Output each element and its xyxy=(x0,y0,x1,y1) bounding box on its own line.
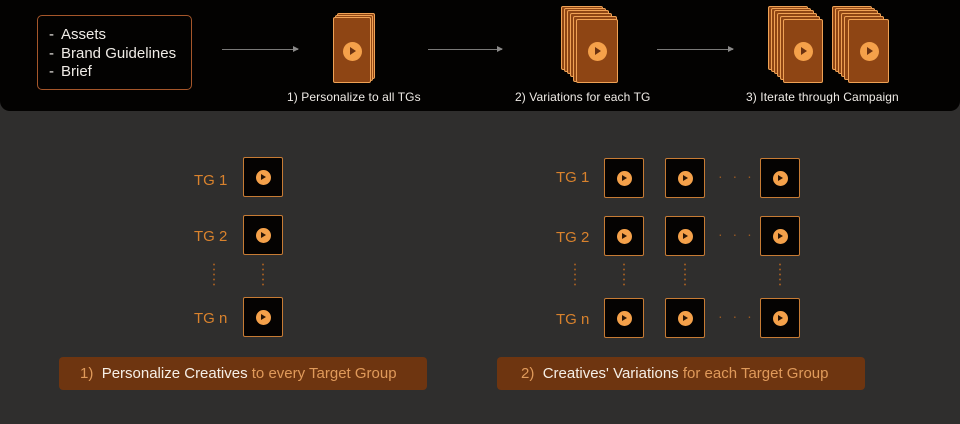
creative-tile xyxy=(604,158,644,198)
row-label-tg2: TG 2 xyxy=(556,229,590,246)
banner-text: for each Target Group xyxy=(682,365,829,382)
step-label-1: 1) Personalize to all TGs xyxy=(287,90,421,104)
play-icon xyxy=(773,311,788,326)
horizontal-ellipsis: · · · xyxy=(718,226,755,242)
inputs-box: -Assets -Brand Guidelines -Brief xyxy=(37,15,192,90)
play-icon xyxy=(860,42,879,61)
arrow-1 xyxy=(222,46,299,52)
play-icon xyxy=(343,42,362,61)
row-label-tgn: TG n xyxy=(556,311,590,328)
creative-tile xyxy=(665,216,705,256)
play-icon xyxy=(678,171,693,186)
banner-emphasis: Creatives' Variations xyxy=(542,365,679,382)
creative-tile xyxy=(760,298,800,338)
creative-tile xyxy=(665,158,705,198)
banner-emphasis: Personalize Creatives xyxy=(101,365,248,382)
personalize-banner: 1) Personalize Creatives to every Target… xyxy=(59,357,427,390)
horizontal-ellipsis: · · · xyxy=(718,308,755,324)
vertical-ellipsis xyxy=(779,262,781,288)
creative-stack-large-b xyxy=(832,6,889,84)
creative-tile xyxy=(243,215,283,255)
arrow-3 xyxy=(657,46,734,52)
step-label-3: 3) Iterate through Campaign xyxy=(746,90,899,104)
row-label-tg2: TG 2 xyxy=(194,228,228,245)
creative-tile xyxy=(243,297,283,337)
creative-tile xyxy=(760,216,800,256)
row-label-tg1: TG 1 xyxy=(556,169,590,186)
creative-stack-medium xyxy=(561,6,618,84)
play-icon xyxy=(256,310,271,325)
creative-tile xyxy=(604,216,644,256)
banner-text: to every Target Group xyxy=(251,365,397,382)
vertical-ellipsis xyxy=(684,262,686,288)
input-item-brand-guidelines: -Brand Guidelines xyxy=(49,44,177,62)
play-icon xyxy=(773,229,788,244)
creative-tile xyxy=(604,298,644,338)
input-item-assets: -Assets xyxy=(49,26,107,43)
creative-stack-small xyxy=(333,13,375,83)
play-icon xyxy=(773,171,788,186)
creative-tile xyxy=(665,298,705,338)
play-icon xyxy=(588,42,607,61)
play-icon xyxy=(794,42,813,61)
vertical-ellipsis xyxy=(623,262,625,288)
vertical-ellipsis xyxy=(262,262,264,288)
play-icon xyxy=(617,229,632,244)
input-item-brief: -Brief xyxy=(49,63,92,80)
arrow-2 xyxy=(428,46,503,52)
play-icon xyxy=(678,311,693,326)
play-icon xyxy=(678,229,693,244)
creative-tile xyxy=(760,158,800,198)
creative-tile xyxy=(243,157,283,197)
vertical-ellipsis xyxy=(213,262,215,288)
horizontal-ellipsis: · · · xyxy=(718,168,755,184)
banner-number: 2) xyxy=(521,365,535,382)
row-label-tg1: TG 1 xyxy=(194,172,228,189)
row-label-tgn: TG n xyxy=(194,310,228,327)
play-icon xyxy=(256,228,271,243)
play-icon xyxy=(617,311,632,326)
banner-number: 1) xyxy=(80,365,94,382)
step-label-2: 2) Variations for each TG xyxy=(515,90,651,104)
play-icon xyxy=(617,171,632,186)
vertical-ellipsis xyxy=(574,262,576,288)
workflow-header: -Assets -Brand Guidelines -Brief xyxy=(0,0,960,111)
variations-banner: 2) Creatives' Variations for each Target… xyxy=(497,357,865,390)
play-icon xyxy=(256,170,271,185)
creative-stack-large-a xyxy=(768,6,824,84)
